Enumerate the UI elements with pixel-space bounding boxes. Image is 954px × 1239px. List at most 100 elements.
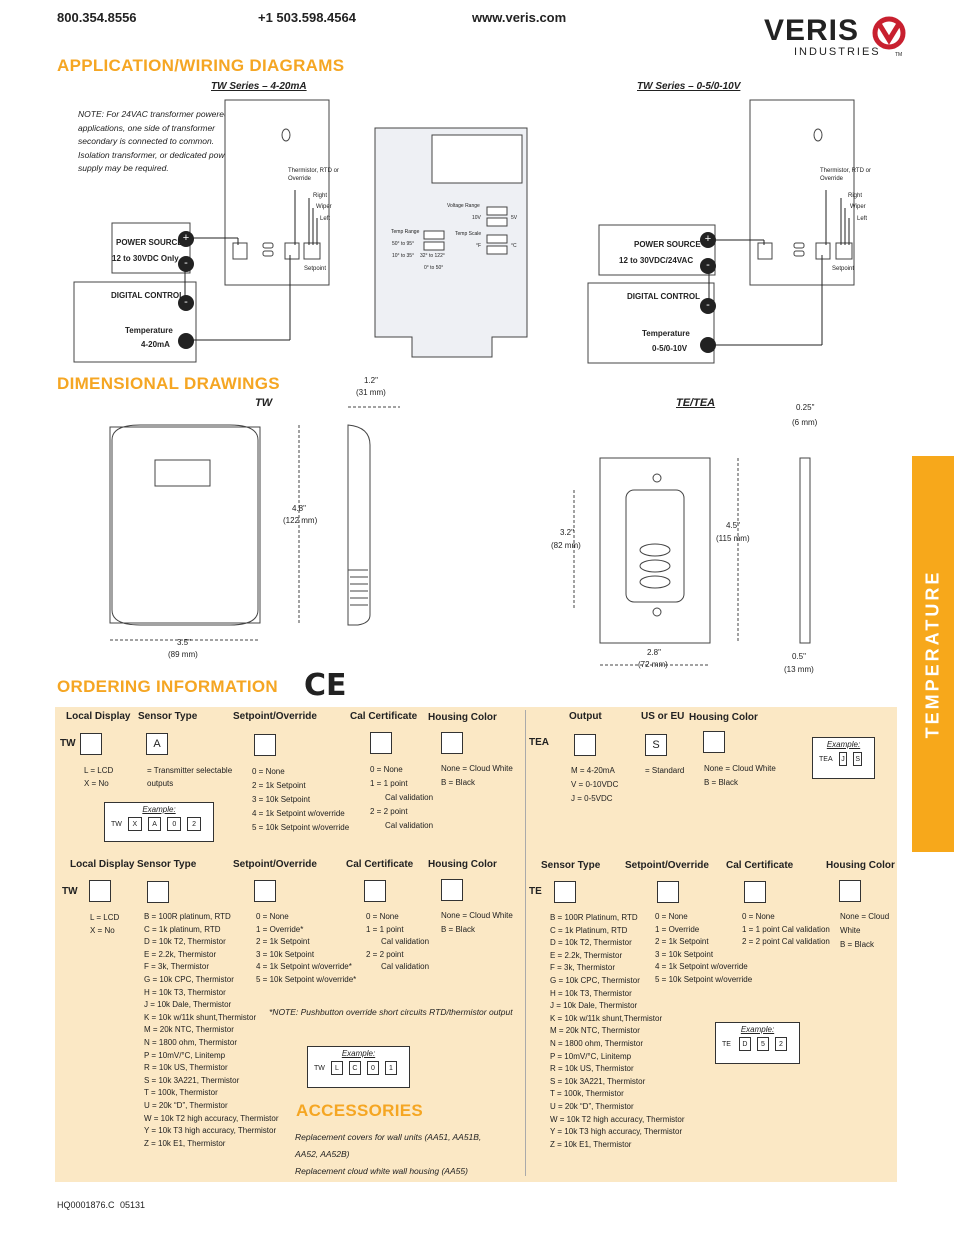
temperature-tab: TEMPERATURE: [912, 456, 954, 852]
left-digital-control: DIGITAL CONTROL: [111, 291, 185, 300]
tw2-sensor-type-box[interactable]: [147, 881, 169, 903]
te-dim-label: TE/TEA: [676, 397, 716, 409]
ce-mark: CE: [304, 668, 347, 703]
te-top-mm: (6 mm): [792, 418, 818, 427]
range-10-35: 10° to 35°: [392, 253, 415, 259]
te-header-1: Setpoint/Override: [625, 860, 709, 871]
range-32-122: 32° to 122°: [420, 253, 445, 259]
v5-label: 5V: [511, 215, 518, 221]
right-setpoint-label: Setpoint: [832, 266, 855, 272]
right-minus-terminal: -: [700, 258, 716, 274]
tw1-cal-box[interactable]: [370, 732, 392, 754]
left-temp-label: Temperature: [125, 326, 173, 335]
left-left-label: Left: [320, 216, 331, 222]
ordering-panel: [55, 707, 897, 1182]
tw1-header-3: Cal Certificate: [350, 711, 418, 722]
left-temp-value: 4-20mA: [141, 340, 170, 349]
right-right-label: Right: [848, 193, 863, 199]
left-minus-terminal: -: [178, 256, 194, 272]
tw-depth: 1.2": [364, 376, 378, 385]
te-prefix: TE: [529, 886, 542, 897]
tw-width-mm: (89 mm): [168, 650, 198, 659]
te-header-2: Cal Certificate: [726, 860, 794, 871]
footer-code: HQ0001876.C: [57, 1200, 115, 1210]
wiring-section-title: APPLICATION/WIRING DIAGRAMS: [57, 56, 345, 75]
tw1-sensor-type-box[interactable]: A: [146, 733, 168, 755]
ordering-divider: [525, 710, 526, 1176]
tw1-local-display-box[interactable]: [80, 733, 102, 755]
accessories-list: Replacement covers for wall units (AA51,…: [295, 1132, 482, 1176]
te-width-mm: (72 mm): [638, 660, 668, 669]
tw-depth-mm: (31 mm): [356, 388, 386, 397]
ordering-section-title: ORDERING INFORMATION: [57, 677, 279, 696]
tea-header-2: Housing Color: [689, 712, 758, 723]
te-outer-height-mm: (115 mm): [716, 534, 750, 543]
te-cal-box[interactable]: [744, 881, 766, 903]
tw2-housing-box[interactable]: [441, 879, 463, 901]
te-housing-box[interactable]: [839, 880, 861, 902]
dimensional-section-title: DIMENSIONAL DRAWINGS: [57, 374, 280, 393]
tea-header-1: US or EU: [641, 711, 685, 722]
left-power-label: POWER SOURCE: [116, 238, 183, 247]
right-temp-label: Temperature: [642, 329, 690, 338]
logo-tm: TM: [895, 52, 903, 58]
tw1-housing-box[interactable]: [441, 732, 463, 754]
tw2-header-2: Setpoint/Override: [233, 859, 317, 870]
deg-c-label: °C: [511, 243, 517, 249]
tw-height: 4.8": [292, 504, 306, 513]
tw2-cal-box[interactable]: [364, 880, 386, 902]
tw-4-20-title: TW Series – 4-20mA: [211, 81, 307, 92]
tw1-header-1: Sensor Type: [138, 711, 198, 722]
right-thermistor-label: Thermistor, RTD or Override: [820, 168, 871, 182]
right-wiper-label: Wiper: [850, 204, 866, 210]
right-digital-control: DIGITAL CONTROL: [627, 292, 701, 301]
tw2-header-3: Cal Certificate: [346, 859, 414, 870]
tea-housing-box[interactable]: [703, 731, 725, 753]
te-sensor-type-box[interactable]: [554, 881, 576, 903]
te-inner-height: 3.2": [560, 528, 574, 537]
range-50-95: 50° to 95°: [392, 241, 415, 247]
tea-us-box[interactable]: S: [645, 734, 667, 756]
tw2-note: *NOTE: Pushbutton override short circuit…: [269, 1007, 513, 1017]
tw1-setpoint-box[interactable]: [254, 734, 276, 756]
tw-height-mm: (122 mm): [283, 516, 318, 525]
left-temp-terminal: [178, 333, 194, 349]
te-dimension-drawing: [573, 457, 811, 666]
tea-prefix: TEA: [529, 737, 549, 748]
right-digital-minus: -: [700, 298, 716, 314]
tw2-header-0: Local Display: [70, 859, 135, 870]
te-top: 0.25": [796, 403, 815, 412]
website[interactable]: www.veris.com: [472, 10, 567, 25]
tea-output-box[interactable]: [574, 734, 596, 756]
te-setpoint-box[interactable]: [657, 881, 679, 903]
te-header-3: Housing Color: [826, 860, 895, 871]
voltage-range-label: Voltage Range: [447, 203, 480, 209]
tea-header-0: Output: [569, 711, 602, 722]
deg-f-label: °F: [476, 243, 482, 249]
left-wiper-label: Wiper: [316, 204, 332, 210]
left-digital-minus: -: [178, 295, 194, 311]
accessories-title: ACCESSORIES: [296, 1101, 424, 1120]
tw2-local-display-box[interactable]: [89, 880, 111, 902]
logo-main-text: VERIS: [764, 14, 860, 47]
right-power-label: POWER SOURCE: [634, 240, 701, 249]
center-board-diagram: [374, 127, 528, 358]
phone-2: +1 503.598.4564: [258, 10, 356, 25]
te-depth-mm: (13 mm): [784, 665, 814, 674]
tw2-setpoint-box[interactable]: [254, 880, 276, 902]
te-width: 2.8": [647, 648, 661, 657]
